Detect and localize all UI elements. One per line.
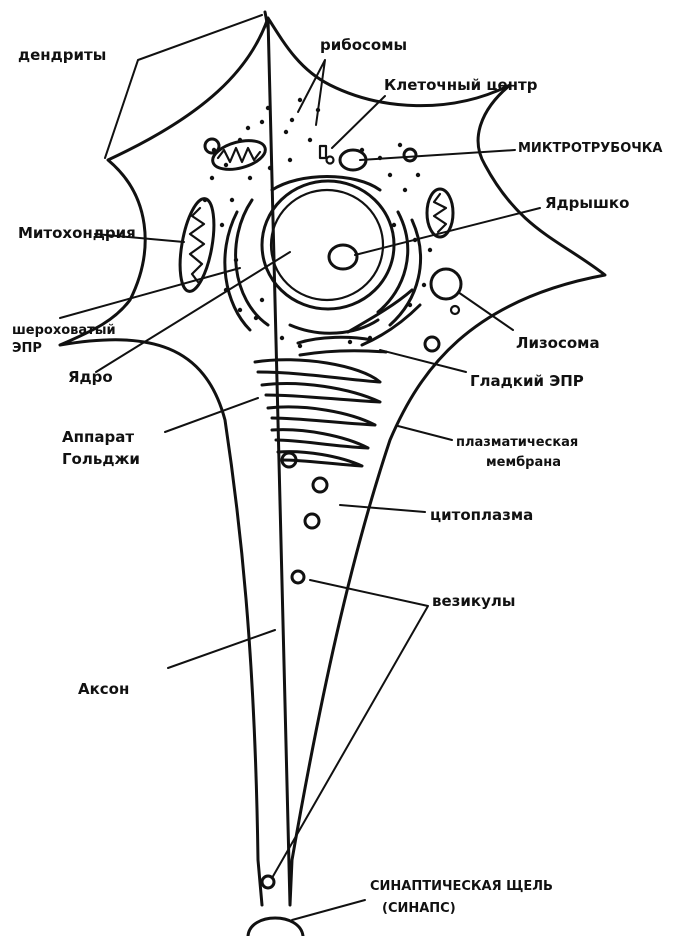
label-smooth-er: Гладкий ЭПР [470, 372, 584, 390]
label-microtubule: МИКТРОТРУБОЧКА [518, 141, 662, 156]
leader-lysosome [458, 292, 513, 330]
vesicle-soma-2 [404, 149, 416, 161]
vesicle-4 [292, 571, 304, 583]
leader-cytoplasm [340, 505, 425, 512]
rough-er-arc-3 [272, 177, 380, 191]
leader-rough-er [60, 268, 240, 318]
smooth-er-2 [300, 351, 386, 355]
leader-axon [168, 630, 275, 668]
vesicle-soma-4 [451, 306, 459, 314]
label-synapse-1: СИНАПТИЧЕСКАЯ ЩЕЛЬ [370, 879, 553, 894]
leader-nucleolus [355, 208, 540, 255]
leader-cell-center [332, 96, 385, 148]
leader-smooth-er [380, 350, 466, 372]
leader-ribosomes [298, 60, 325, 125]
label-dendrites: дендриты [18, 46, 106, 64]
golgi-apparatus [255, 360, 380, 466]
label-ribosomes: рибосомы [320, 36, 407, 54]
label-membrane-2: мембрана [486, 455, 561, 470]
leader-nucleus [96, 252, 290, 372]
leader-dendrites [105, 15, 262, 158]
vesicle-2 [313, 478, 327, 492]
label-synapse-2: (СИНАПС) [382, 901, 456, 916]
label-golgi-1: Аппарат [62, 428, 134, 446]
label-mitochondria: Митохондрия [18, 224, 136, 242]
label-cell-center: Клеточный центр [384, 76, 538, 94]
label-nucleus: Ядро [68, 368, 113, 386]
nucleus-inner-membrane [271, 190, 383, 300]
label-rough-er-2: ЭПР [12, 341, 42, 356]
nucleolus [329, 245, 357, 269]
leader-synapse [292, 900, 365, 920]
mitochondrion-right [427, 189, 453, 237]
synapse-bulb [248, 918, 303, 936]
leader-golgi [165, 398, 258, 432]
label-cytoplasm: цитоплазма [430, 506, 533, 524]
lysosome [431, 269, 461, 299]
vesicle-soma-3 [425, 337, 439, 351]
leader-microtubule [360, 150, 515, 160]
label-golgi-2: Гольджи [62, 450, 140, 468]
label-vesicles: везикулы [432, 592, 515, 610]
label-nucleolus: Ядрышко [545, 194, 629, 212]
vesicle-3 [305, 514, 319, 528]
leader-membrane [398, 426, 452, 440]
label-lysosome: Лизосома [516, 334, 600, 352]
smooth-er-1 [298, 337, 372, 343]
label-axon: Аксон [78, 680, 129, 698]
label-membrane-1: плазматическая [456, 435, 578, 450]
label-rough-er-1: шероховатый [12, 323, 116, 338]
nucleus-outer-membrane [262, 181, 394, 309]
